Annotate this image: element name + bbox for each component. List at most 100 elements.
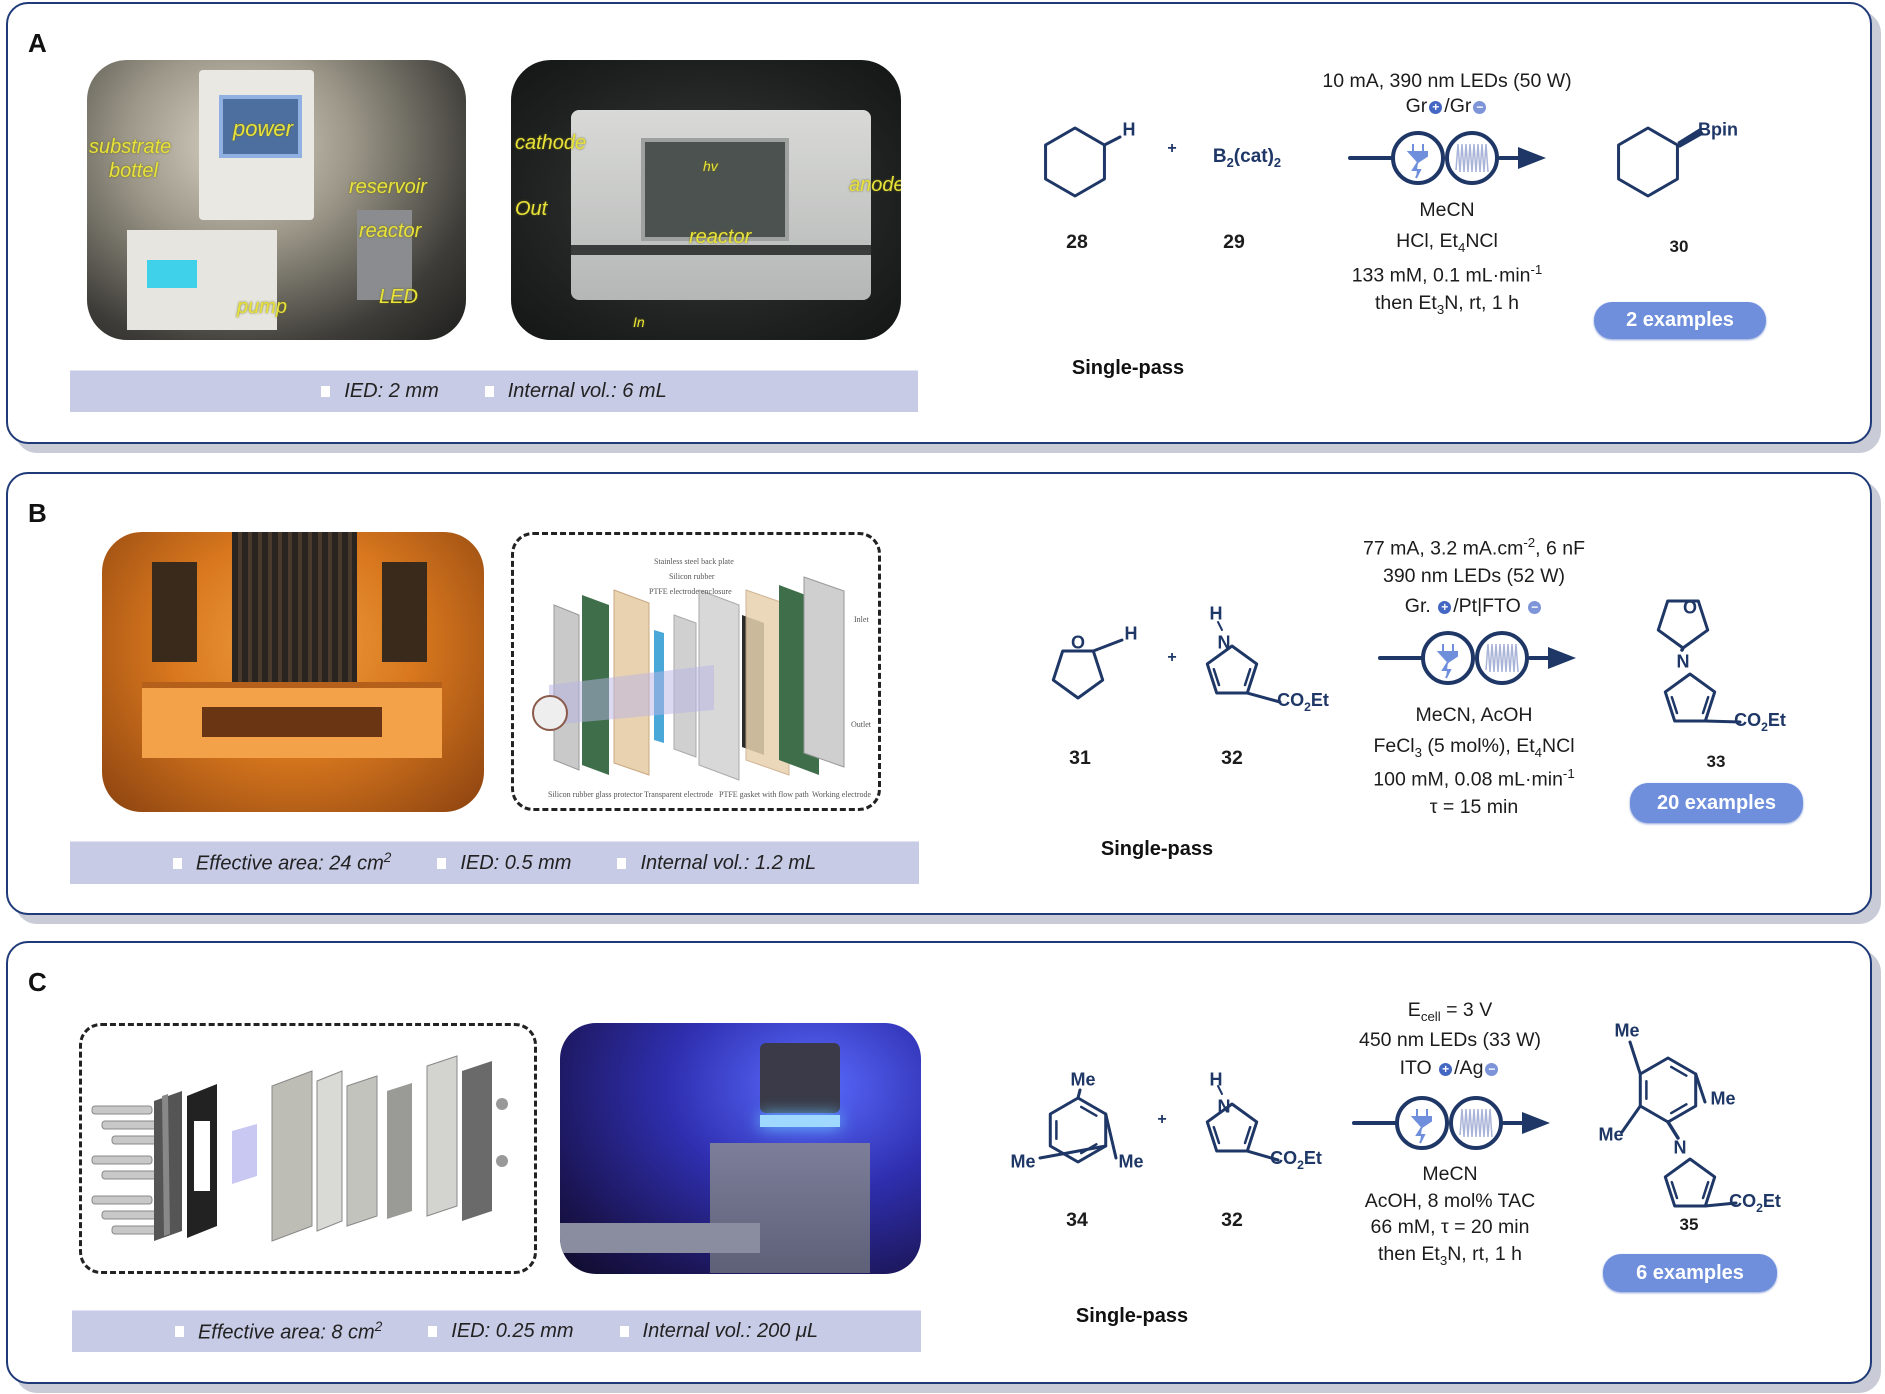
- examples-button[interactable]: 6 examples: [1603, 1254, 1777, 1292]
- n-h-bond: [1217, 621, 1223, 631]
- spec-volume: Internal vol.: 200 μL: [642, 1320, 819, 1342]
- double-bond: [1669, 1065, 1688, 1077]
- label-substrate: substrate: [89, 136, 172, 158]
- photoreactor-photo: [102, 532, 484, 812]
- cyclohexane-ring: [1044, 126, 1106, 198]
- plug-lightning-icon: [1410, 1109, 1432, 1144]
- methyl-label: Me: [1070, 1069, 1096, 1090]
- label-led: LED: [379, 286, 418, 308]
- electrode-line: Gr. +/Pt|FTO −: [1314, 595, 1634, 617]
- cell-exploded-diagram: Stainless steel back plate Silicon rubbe…: [511, 532, 881, 811]
- bond: [1245, 1149, 1280, 1162]
- condition-line: 100 mM, 0.08 mL·min-1: [1373, 766, 1575, 791]
- double-bond: [1243, 667, 1252, 687]
- plug-lightning-icon: [1406, 144, 1428, 179]
- plus-sign: +: [1167, 140, 1177, 157]
- atom-h: H: [1122, 119, 1136, 140]
- methyl-label: Me: [1710, 1088, 1736, 1109]
- bold-bond: [1666, 1120, 1680, 1140]
- atom-n: N: [1676, 651, 1690, 672]
- diagram-label: Stainless steel back plate: [654, 557, 734, 566]
- compound-number: 31: [1069, 747, 1091, 769]
- methyl-label: Me: [1010, 1151, 1036, 1172]
- label-cathode: cathode: [515, 132, 587, 154]
- arrow-icon: [1522, 1112, 1550, 1134]
- atom-h: H: [1209, 1069, 1223, 1090]
- label-in: In: [633, 314, 645, 330]
- panel-b-label: B: [28, 498, 47, 528]
- atom-o: O: [1070, 632, 1086, 653]
- spec-ied: IED: 0.25 mm: [451, 1320, 574, 1342]
- diagram-label: Working electrode: [812, 790, 872, 799]
- arrow-icon: [1518, 147, 1546, 169]
- label-hv: hv: [703, 158, 718, 174]
- serpentine-channel-icon: [1455, 143, 1489, 173]
- flow-setup-photo: substrate bottel power reservoir reactor…: [87, 60, 466, 340]
- diagram-label: PTFE gasket with flow path: [719, 790, 809, 799]
- condition-line: MeCN: [1422, 1163, 1478, 1185]
- n-h-bond: [1217, 1085, 1223, 1095]
- serpentine-channel-icon: [1459, 1108, 1493, 1138]
- reagent-b2cat2: B2(cat)2: [1212, 146, 1282, 170]
- double-bond: [1701, 695, 1710, 715]
- condition-line: Ecell = 3 V: [1407, 999, 1493, 1024]
- ester-group: CO2Et: [1270, 1148, 1322, 1172]
- blue-led-reactor-photo: [560, 1023, 921, 1274]
- minus-electrode-icon: −: [1473, 101, 1487, 114]
- pyrrole-ring: [1205, 644, 1259, 695]
- label-reactor-2: reactor: [689, 226, 752, 248]
- examples-button[interactable]: 20 examples: [1630, 783, 1803, 823]
- compound-number: 34: [1066, 1209, 1088, 1231]
- bond: [1076, 1088, 1082, 1100]
- condition-line: HCl, Et4NCl: [1396, 230, 1498, 255]
- panel-a-label: A: [28, 28, 47, 58]
- spec-volume: Internal vol.: 6 mL: [507, 380, 667, 402]
- anode-label: Gr.: [1404, 595, 1431, 617]
- diagram-label: Silicon rubber glass protector: [548, 790, 643, 799]
- condition-line: then Et3N, rt, 1 h: [1375, 292, 1519, 317]
- label-anode: anode: [849, 174, 901, 196]
- bond: [1102, 135, 1122, 147]
- double-bond: [1079, 1105, 1098, 1117]
- electrode-line: ITO +/Ag−: [1290, 1057, 1610, 1079]
- bond: [1104, 1112, 1118, 1160]
- spec-area: Effective area: 8 cm2: [197, 1318, 383, 1344]
- ester-group: CO2Et: [1729, 1191, 1781, 1215]
- compound-number: 28: [1066, 231, 1088, 253]
- condition-line: 133 mM, 0.1 mL·min-1: [1351, 262, 1543, 287]
- examples-button[interactable]: 2 examples: [1594, 302, 1766, 339]
- plus-electrode-icon: +: [1429, 101, 1443, 114]
- compound-number: 32: [1221, 747, 1243, 769]
- bond: [1628, 1040, 1642, 1076]
- methyl-label: Me: [1598, 1124, 1624, 1145]
- bond: [1703, 719, 1742, 724]
- compound-number: 30: [1669, 237, 1689, 256]
- bond: [1620, 1104, 1642, 1134]
- thf-ring: [1656, 599, 1710, 650]
- plus-sign: +: [1167, 649, 1177, 666]
- bond: [1694, 1072, 1707, 1104]
- condition-line: 77 mA, 3.2 mA.cm-2, 6 nF: [1362, 535, 1586, 560]
- condition-line: 66 mM, τ = 20 min: [1370, 1216, 1530, 1238]
- condition-line: AcOH, 8 mol% TAC: [1364, 1190, 1536, 1212]
- diagram-label: Silicon rubber: [669, 572, 715, 581]
- double-bond: [1212, 667, 1221, 687]
- condition-line: FeCl3 (5 mol%), Et4NCl: [1373, 735, 1575, 760]
- thf-ring: [1051, 649, 1105, 700]
- spec-volume: Internal vol.: 1.2 mL: [640, 851, 817, 874]
- compound-number: 29: [1223, 231, 1245, 253]
- anode-label: ITO: [1399, 1057, 1432, 1079]
- condition-line: 450 nm LEDs (33 W): [1358, 1029, 1542, 1051]
- plus-electrode-icon: +: [1438, 601, 1452, 614]
- bold-bond: [1680, 646, 1685, 652]
- photo-coil-icon: [1445, 131, 1499, 185]
- bond: [1703, 1201, 1738, 1208]
- photo-coil-icon: [1449, 1096, 1503, 1150]
- reactor-specs-bar: Effective area: 8 cm2 IED: 0.25 mm Inter…: [72, 1310, 921, 1352]
- reactor-specs-bar: Effective area: 24 cm2 IED: 0.5 mm Inter…: [70, 841, 919, 884]
- pyrrole-ring: [1663, 672, 1717, 723]
- methyl-label: Me: [1614, 1020, 1640, 1041]
- plus-electrode-icon: +: [1439, 1063, 1453, 1076]
- arrow-icon: [1548, 647, 1576, 669]
